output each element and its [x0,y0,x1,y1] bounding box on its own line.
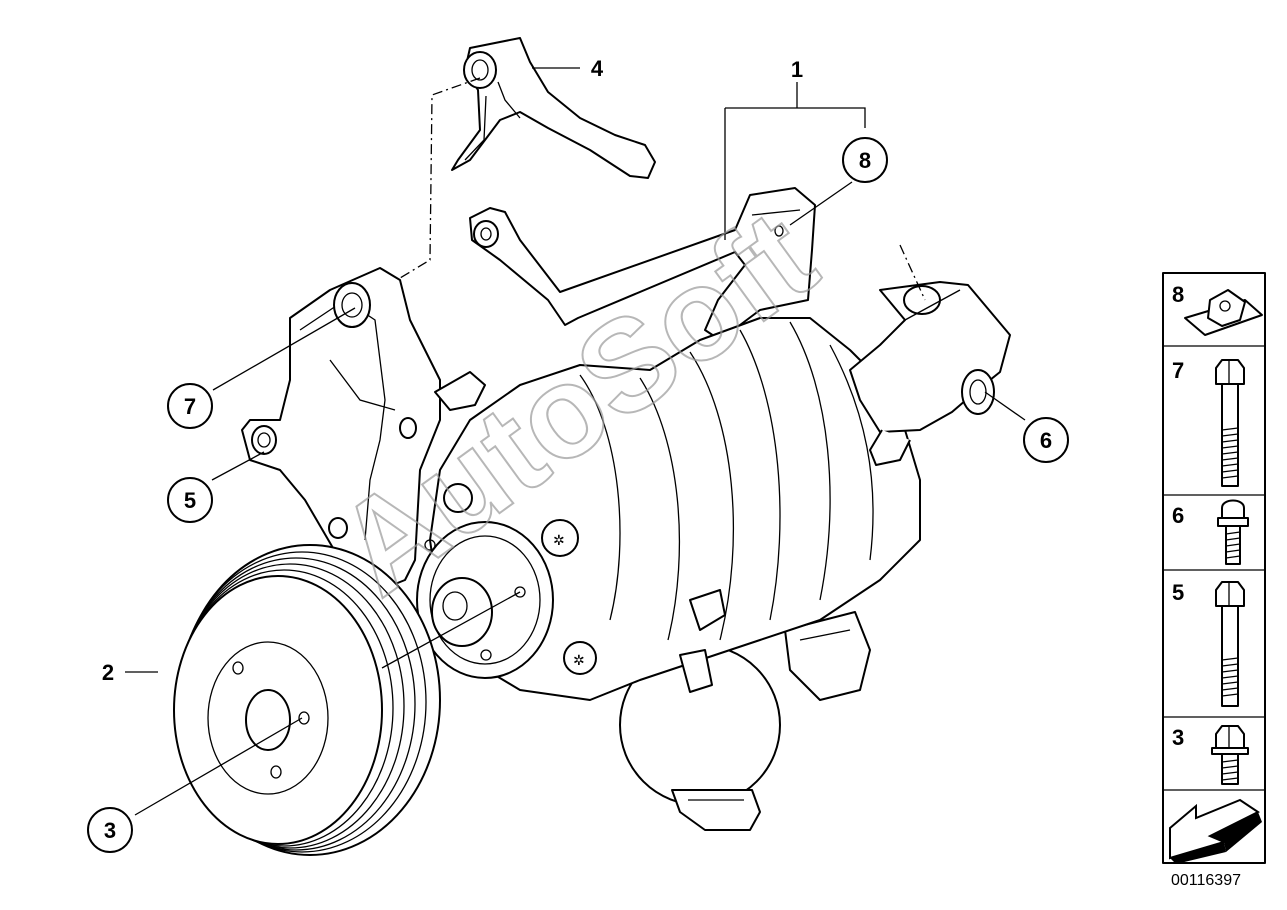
legend-row-3[interactable]: 3 [1172,725,1249,785]
svg-text:2: 2 [102,660,114,685]
torx-bolt-icon [1217,499,1249,565]
legend-row-7[interactable]: 7 [1172,358,1245,487]
callout-7[interactable]: 7 [167,383,213,429]
short-hex-bolt-icon [1211,725,1249,785]
hex-bolt-icon [1215,581,1245,707]
legend-row-8[interactable]: 8 [1172,282,1263,336]
clip-nut-icon [1184,289,1263,336]
callout-3[interactable]: 3 [87,807,133,853]
callout-6[interactable]: 6 [1023,417,1069,463]
callout-4[interactable]: 4 [591,56,604,81]
svg-text:4: 4 [591,56,604,81]
svg-text:✲: ✲ [553,533,565,549]
long-hex-bolt-icon [1215,359,1245,487]
svg-text:7: 7 [1172,358,1184,383]
callout-2[interactable]: 2 [102,660,114,685]
callout-5[interactable]: 5 [167,477,213,523]
svg-text:5: 5 [1172,580,1184,605]
callout-8[interactable]: 8 [842,137,888,183]
svg-text:7: 7 [184,394,196,419]
bracket-part-4 [451,37,656,179]
bracket-part-1 [469,187,816,341]
callout-1[interactable]: 1 [791,57,803,82]
legend-row-6[interactable]: 6 [1172,499,1249,565]
svg-text:3: 3 [104,818,116,843]
svg-text:✲: ✲ [573,653,585,669]
svg-text:6: 6 [1172,503,1184,528]
pulley-part-2 [173,544,441,856]
power-steering-pump: ✲ ✲ [416,281,1011,831]
svg-text:8: 8 [859,148,871,173]
mount-bracket-part-5 [241,267,441,591]
back-arrow-icon[interactable] [1169,798,1262,864]
leader-lines [125,67,1026,816]
svg-text:1: 1 [791,57,803,82]
svg-text:5: 5 [184,488,196,513]
svg-text:6: 6 [1040,428,1052,453]
svg-text:3: 3 [1172,725,1184,750]
diagram-number: 00116397 [1171,872,1241,889]
fastener-legend: 8 7 6 [1162,272,1266,864]
legend-row-5[interactable]: 5 [1172,580,1245,707]
svg-text:8: 8 [1172,282,1184,307]
